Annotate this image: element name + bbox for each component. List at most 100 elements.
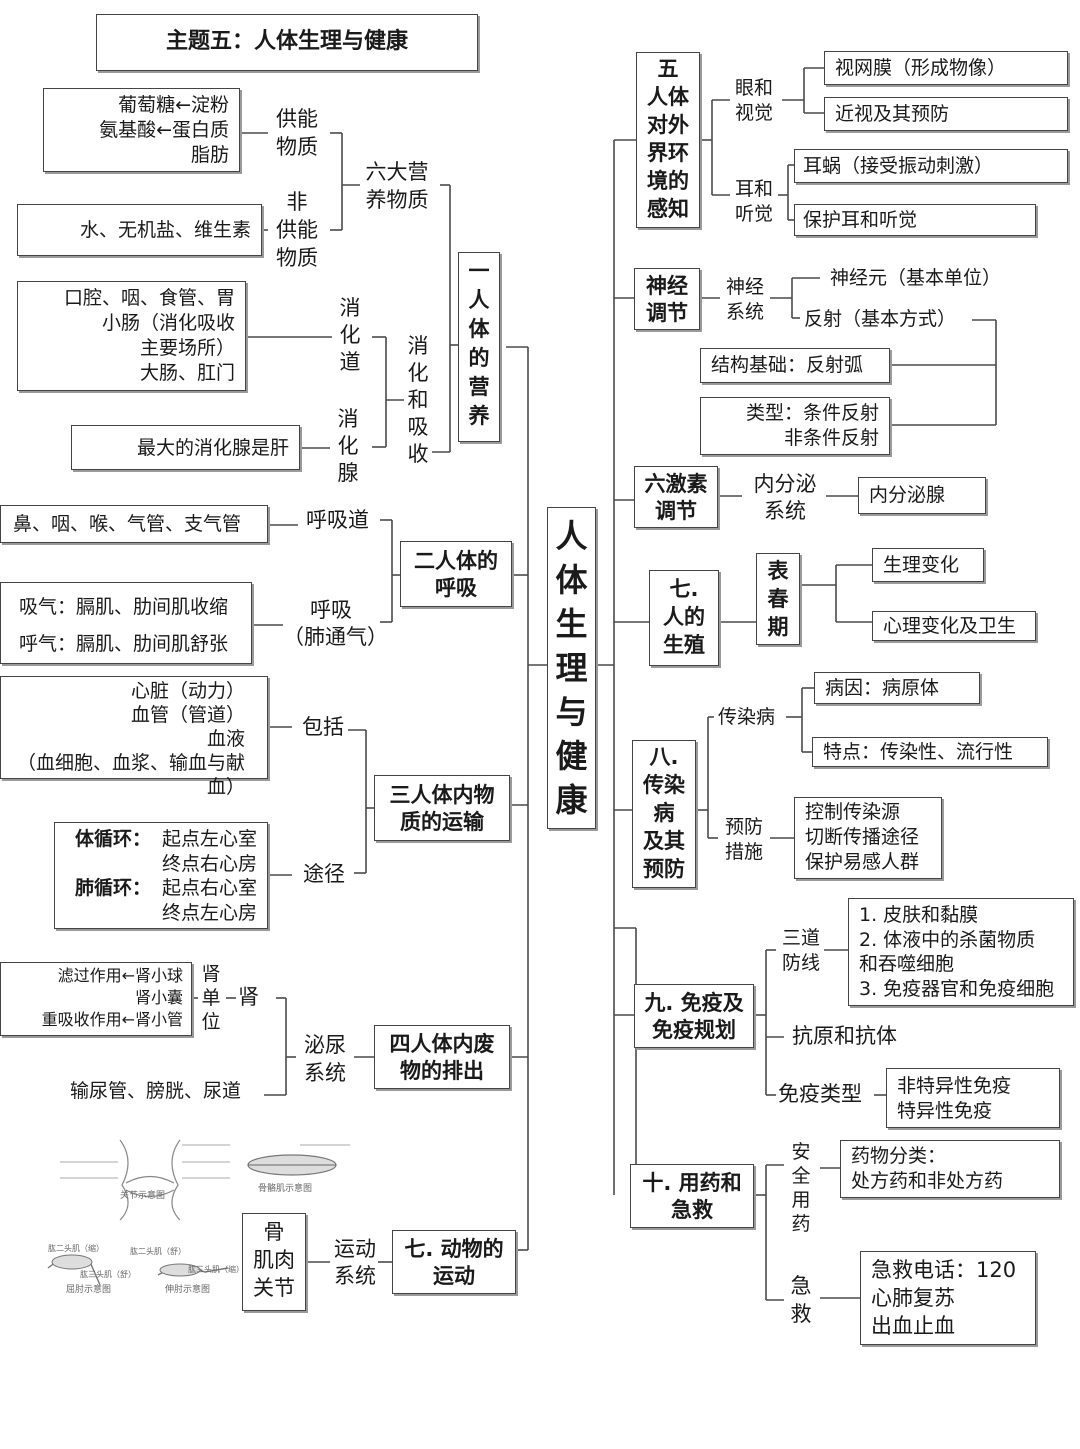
feature-box: 特点：传染性、流行性: [812, 737, 1048, 767]
defense-items: 1. 皮肤和黏膜 2. 体液中的杀菌物质 和吞噬细胞 3. 免疫器官和免疫细胞: [859, 904, 1055, 1000]
ear-2-box: 保护耳和听觉: [794, 204, 1036, 236]
s10-label: 八. 传染 病 及其 预防: [643, 745, 685, 881]
include: 包括: [302, 715, 344, 739]
energy-items: 葡萄糖←淀粉 氨基酸←蛋白质 脂肪: [99, 94, 229, 166]
immune-items-box: 非特异性免疫 特异性免疫: [886, 1068, 1060, 1128]
s4-label: 四人体内废 物的排出: [389, 1032, 495, 1083]
eye-vision: 眼和 视觉: [734, 77, 773, 124]
immune-items: 非特异性免疫 特异性免疫: [897, 1075, 1012, 1122]
flex-caption: 屈肘示意图: [66, 1285, 112, 1295]
nephron-items-box: 滤过作用←肾小球 肾小囊 重吸收作用←肾小管: [0, 962, 192, 1036]
puberty: 表 春 期: [767, 559, 789, 639]
exhale: 呼气：膈肌、肋间肌舒张: [19, 633, 229, 655]
infectious-disease: 传染病: [718, 706, 776, 728]
tract-items: 口腔、咽、食管、胃 小肠（消化吸收 主要场所） 大肠、肛门: [63, 287, 235, 384]
puberty-box: 表 春 期: [756, 553, 800, 645]
gland-items-box: 最大的消化腺是肝: [71, 425, 300, 470]
s12-label: 十. 用药和 急救: [642, 1171, 742, 1222]
s8-label: 六激素 调节: [644, 472, 708, 523]
kidney: 肾: [238, 985, 259, 1009]
s1-box: 一 人 体 的 营 养: [458, 252, 500, 442]
motion-system: 运动 系统: [334, 1237, 376, 1288]
reflex-types: 类型：条件反射 非条件反射: [745, 402, 879, 449]
cause-box: 病因：病原体: [814, 672, 980, 704]
eye-2-box: 近视及其预防: [824, 97, 1068, 131]
three-items-box: 1. 皮肤和黏膜 2. 体液中的杀菌物质 和吞噬细胞 3. 免疫器官和免疫细胞: [848, 898, 1074, 1006]
s11-label: 九. 免疫及 免疫规划: [644, 991, 744, 1042]
safe-items: 药物分类： 处方药和非处方药: [851, 1145, 1004, 1192]
flex-elbow-figure: [47, 1254, 101, 1286]
nervous-system: 神经 系统: [725, 276, 764, 323]
extend-label-a: 肱二头肌（舒）: [130, 1247, 186, 1256]
systemic-text: 起点左心室 终点右心房: [161, 828, 257, 875]
page-title: 主题五：人体生理与健康: [165, 29, 408, 54]
motion-parts-box: 骨 肌肉 关节: [242, 1213, 306, 1311]
nephron-items: 滤过作用←肾小球 肾小囊 重吸收作用←肾小管: [41, 966, 183, 1029]
ear-2: 保护耳和听觉: [803, 209, 918, 231]
flex-label-a: 肱二头肌（缩）: [48, 1244, 104, 1253]
non-energy-items: 水、无机盐、维生素: [79, 219, 251, 241]
s4-box: 四人体内废 物的排出: [374, 1025, 510, 1089]
eye-1-box: 视网膜（形成物像）: [824, 51, 1068, 85]
s1-label: 一 人 体 的 营 养: [468, 259, 490, 428]
antigen-antibody: 抗原和抗体: [792, 1024, 897, 1048]
title-box: 主题五：人体生理与健康: [96, 14, 478, 71]
endocrine-gland-box: 内分泌腺: [858, 477, 986, 514]
reflex-basis: 结构基础：反射弧: [711, 354, 864, 376]
non-energy-substance: 非 供能 物质: [276, 190, 318, 270]
motion-parts: 骨 肌肉 关节: [253, 1220, 295, 1300]
s6-box: 五 人体 对外 界环 境的 感知: [636, 52, 700, 228]
psychological-change: 心理变化及卫生: [883, 615, 1017, 637]
s6-label: 五 人体 对外 界环 境的 感知: [647, 57, 689, 221]
s9-label: 七. 人的 生殖: [663, 577, 705, 657]
muscle-caption: 骨骼肌示意图: [258, 1184, 313, 1194]
types-box: 类型：条件反射 非条件反射: [700, 397, 890, 455]
digestive-tract: 消 化 道: [339, 296, 361, 374]
energy-substance: 供能 物质: [276, 107, 318, 159]
energy-items-box: 葡萄糖←淀粉 氨基酸←蛋白质 脂肪: [43, 88, 240, 172]
systemic-label: 体循环：: [75, 828, 152, 850]
s8-box: 六激素 调节: [634, 466, 718, 528]
eye-1: 视网膜（形成物像）: [835, 57, 1007, 79]
reflex: 反射（基本方式）: [804, 308, 957, 330]
s9-box: 七. 人的 生殖: [649, 570, 719, 666]
nephron: 肾 单 位: [201, 963, 221, 1033]
s3-box: 三人体内物 质的运输: [374, 775, 510, 841]
s7-label: 神经 调节: [646, 274, 688, 325]
endocrine-system: 内分泌 系统: [753, 472, 817, 523]
extend-caption: 伸肘示意图: [165, 1285, 211, 1295]
s5-box: 七. 动物的 运动: [392, 1230, 516, 1294]
first-aid-items-box: 急救电话：120 心肺复苏 出血止血: [860, 1251, 1036, 1345]
s7-box: 神经 调节: [634, 268, 700, 330]
extend-elbow-figure: [157, 1263, 229, 1277]
s3-label: 三人体内物 质的运输: [389, 783, 495, 834]
joint-figure: [60, 1139, 230, 1221]
digest-absorb: 消 化 和 吸 收: [407, 334, 429, 466]
airway: 呼吸道: [306, 508, 369, 532]
muscle-figure: [247, 1144, 350, 1176]
breath-items-box: 吸气：膈肌、肋间肌收缩 呼气：膈肌、肋间肌舒张: [0, 582, 252, 664]
digestive-gland: 消 化 腺: [337, 407, 359, 485]
gland-items: 最大的消化腺是肝: [136, 437, 289, 459]
urinary-system: 泌尿 系统: [304, 1033, 346, 1085]
physio-box: 生理变化: [872, 548, 984, 582]
prevention-items: 控制传染源 切断传播途径 保护易感人群: [805, 801, 920, 873]
s2-box: 二人体的 呼吸: [400, 541, 512, 607]
extend-label-b: 肱三头肌（缩）: [188, 1265, 244, 1274]
pulmonary-text: 起点右心室 终点左心房: [161, 877, 257, 924]
three-defense-lines: 三道 防线: [781, 927, 820, 974]
non-energy-items-box: 水、无机盐、维生素: [17, 204, 262, 256]
safe-medication: 安 全 用 药: [791, 1141, 811, 1235]
s2-label: 二人体的 呼吸: [414, 549, 498, 600]
ear-1-box: 耳蜗（接受振动刺激）: [794, 149, 1068, 183]
physiological-change: 生理变化: [883, 554, 960, 576]
six-nutrients: 六大营 养物质: [365, 160, 429, 212]
ear-hearing: 耳和 听觉: [734, 178, 773, 225]
neuron: 神经元（基本单位）: [830, 267, 1002, 289]
ear-1: 耳蜗（接受振动刺激）: [803, 155, 994, 177]
joint-caption: 关节示意图: [120, 1191, 166, 1201]
airway-items-box: 鼻、咽、喉、气管、支气管: [0, 505, 268, 543]
include-items-box: 心脏（动力） 血管（管道） 血液 （血细胞、血浆、输血与献血）: [0, 676, 268, 798]
flex-label-b: 肱三头肌（舒）: [80, 1270, 136, 1279]
